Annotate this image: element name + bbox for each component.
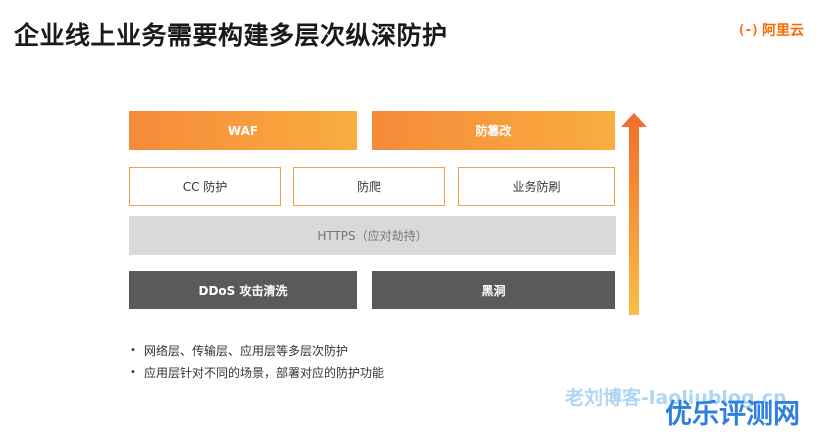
aliyun-logo-icon: (-) [737,22,760,38]
aliyun-logo-text: 阿里云 [762,23,804,39]
https-block: HTTPS（应对劫持） [129,216,616,255]
layer-arrow-up-icon [621,113,647,315]
bullet-icon: • [130,345,136,356]
list-item: • 网络层、传输层、应用层等多层次防护 [130,340,384,362]
cc-protection-block: CC 防护 [129,167,281,206]
anti-crawler-block: 防爬 [293,167,445,206]
bullet-text: 网络层、传输层、应用层等多层次防护 [144,344,349,358]
site-watermark: 优乐评测网 [665,399,800,430]
aliyun-logo: (-) 阿里云 [738,20,804,40]
ddos-block: DDoS 攻击清洗 [129,271,357,309]
anti-fraud-block: 业务防刷 [458,167,615,206]
bullet-list: • 网络层、传输层、应用层等多层次防护 • 应用层针对不同的场景，部署对应的防护… [130,340,384,384]
anti-tamper-block: 防篡改 [372,111,615,150]
page-title: 企业线上业务需要构建多层次纵深防护 [14,21,448,50]
bullet-icon: • [130,367,136,378]
list-item: • 应用层针对不同的场景，部署对应的防护功能 [130,362,384,384]
bullet-text: 应用层针对不同的场景，部署对应的防护功能 [144,366,385,380]
blackhole-block: 黑洞 [372,271,615,309]
waf-block: WAF [129,111,357,150]
blog-watermark: 老刘博客-laoliublog.cn [565,387,787,409]
